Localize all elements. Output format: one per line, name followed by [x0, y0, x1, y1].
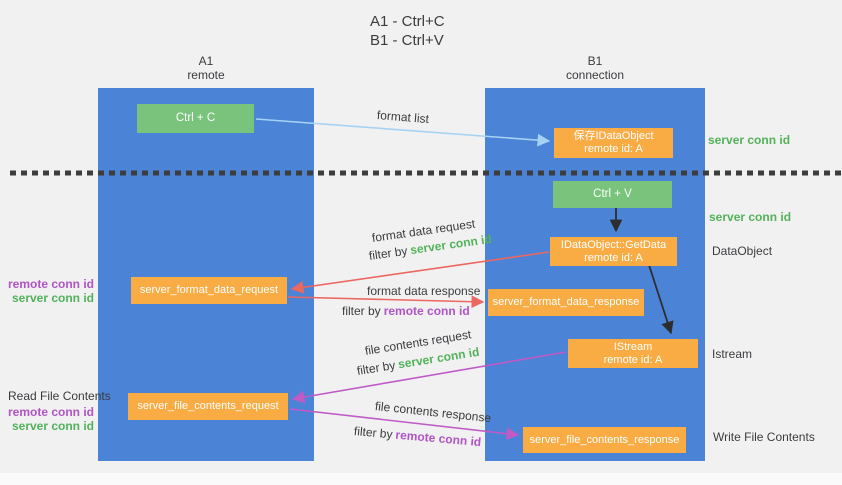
node-ctrl-c-label: Ctrl + C [175, 112, 216, 124]
node-istream-line2: remote id: A [603, 353, 663, 366]
node-istream-line1: IStream [613, 340, 653, 353]
annotation-server-conn-id: server conn id [11, 418, 94, 433]
label-format-data-response-text: format data response [367, 284, 481, 298]
node-save-dataobject: 保存IDataObject remote id: A [554, 128, 673, 158]
lifeline-a1-title: A1 [198, 54, 214, 68]
node-getdata-line1: IDataObject::GetData [560, 238, 667, 251]
filter-prefix: filter by [353, 424, 394, 442]
annotation-remote-conn-id: remote conn id [7, 277, 94, 291]
label-format-list: format list [376, 108, 429, 126]
filter-value-remote-conn-id: remote conn id [394, 427, 482, 450]
annotation-istream: Istream [712, 347, 753, 361]
lifeline-header-a1: A1 remote [98, 54, 314, 82]
node-ctrl-c: Ctrl + C [137, 104, 254, 133]
label-format-list-text: format list [376, 108, 430, 127]
lifeline-b1-title: B1 [587, 54, 603, 68]
node-file-request-label: server_file_contents_request [137, 400, 279, 412]
node-ctrl-v-label: Ctrl + V [593, 188, 632, 200]
annotation-write-file-contents: Write File Contents [713, 430, 815, 444]
node-server-file-contents-request: server_file_contents_request [128, 393, 288, 420]
label-file-contents-response-text: file contents response [374, 399, 492, 426]
annotation-server-conn-id-top: server conn id [708, 133, 791, 147]
title-line-1: A1 - Ctrl+C [370, 13, 445, 30]
node-server-format-data-response: server_format_data_response [488, 289, 644, 316]
node-server-format-data-request: server_format_data_request [131, 277, 287, 304]
filter-value-remote-conn-id: remote conn id [383, 304, 470, 318]
node-istream: IStream remote id: A [568, 339, 698, 368]
label-file-contents-response: file contents response [374, 399, 492, 425]
filter-prefix: filter by [368, 243, 409, 263]
node-format-request-label: server_format_data_request [139, 284, 279, 296]
node-server-file-contents-response: server_file_contents_response [523, 427, 686, 453]
lifeline-a1-subtitle: remote [187, 68, 225, 82]
node-idataobject-getdata: IDataObject::GetData remote id: A [550, 237, 677, 266]
label-format-data-response: format data response [367, 284, 480, 298]
node-getdata-line2: remote id: A [584, 251, 643, 264]
annotation-file-conn-pair: remote conn id server conn id [0, 405, 94, 433]
annotation-server-conn-id-mid: server conn id [709, 210, 792, 224]
node-save-dataobject-line2: remote id: A [584, 143, 643, 155]
node-format-response-label: server_format_data_response [492, 296, 640, 308]
filter-prefix: filter by [342, 304, 381, 318]
annotation-read-file-contents: Read File Contents [8, 389, 111, 403]
annotation-format-conn-pair: remote conn id server conn id [0, 277, 94, 305]
bottom-strip [0, 473, 842, 485]
diagram-title: A1 - Ctrl+C B1 - Ctrl+V [370, 12, 445, 50]
title-line-2: B1 - Ctrl+V [370, 32, 444, 49]
node-file-response-label: server_file_contents_response [529, 433, 680, 446]
annotation-server-conn-id: server conn id [11, 290, 94, 305]
node-ctrl-v: Ctrl + V [553, 181, 672, 208]
lifeline-header-b1: B1 connection [485, 54, 705, 82]
lifeline-b1-subtitle: connection [565, 68, 625, 82]
annotation-dataobject: DataObject [712, 244, 773, 258]
node-save-dataobject-line1: 保存IDataObject [573, 130, 654, 142]
filter-prefix: filter by [355, 358, 397, 378]
annotation-remote-conn-id: remote conn id [7, 405, 94, 419]
